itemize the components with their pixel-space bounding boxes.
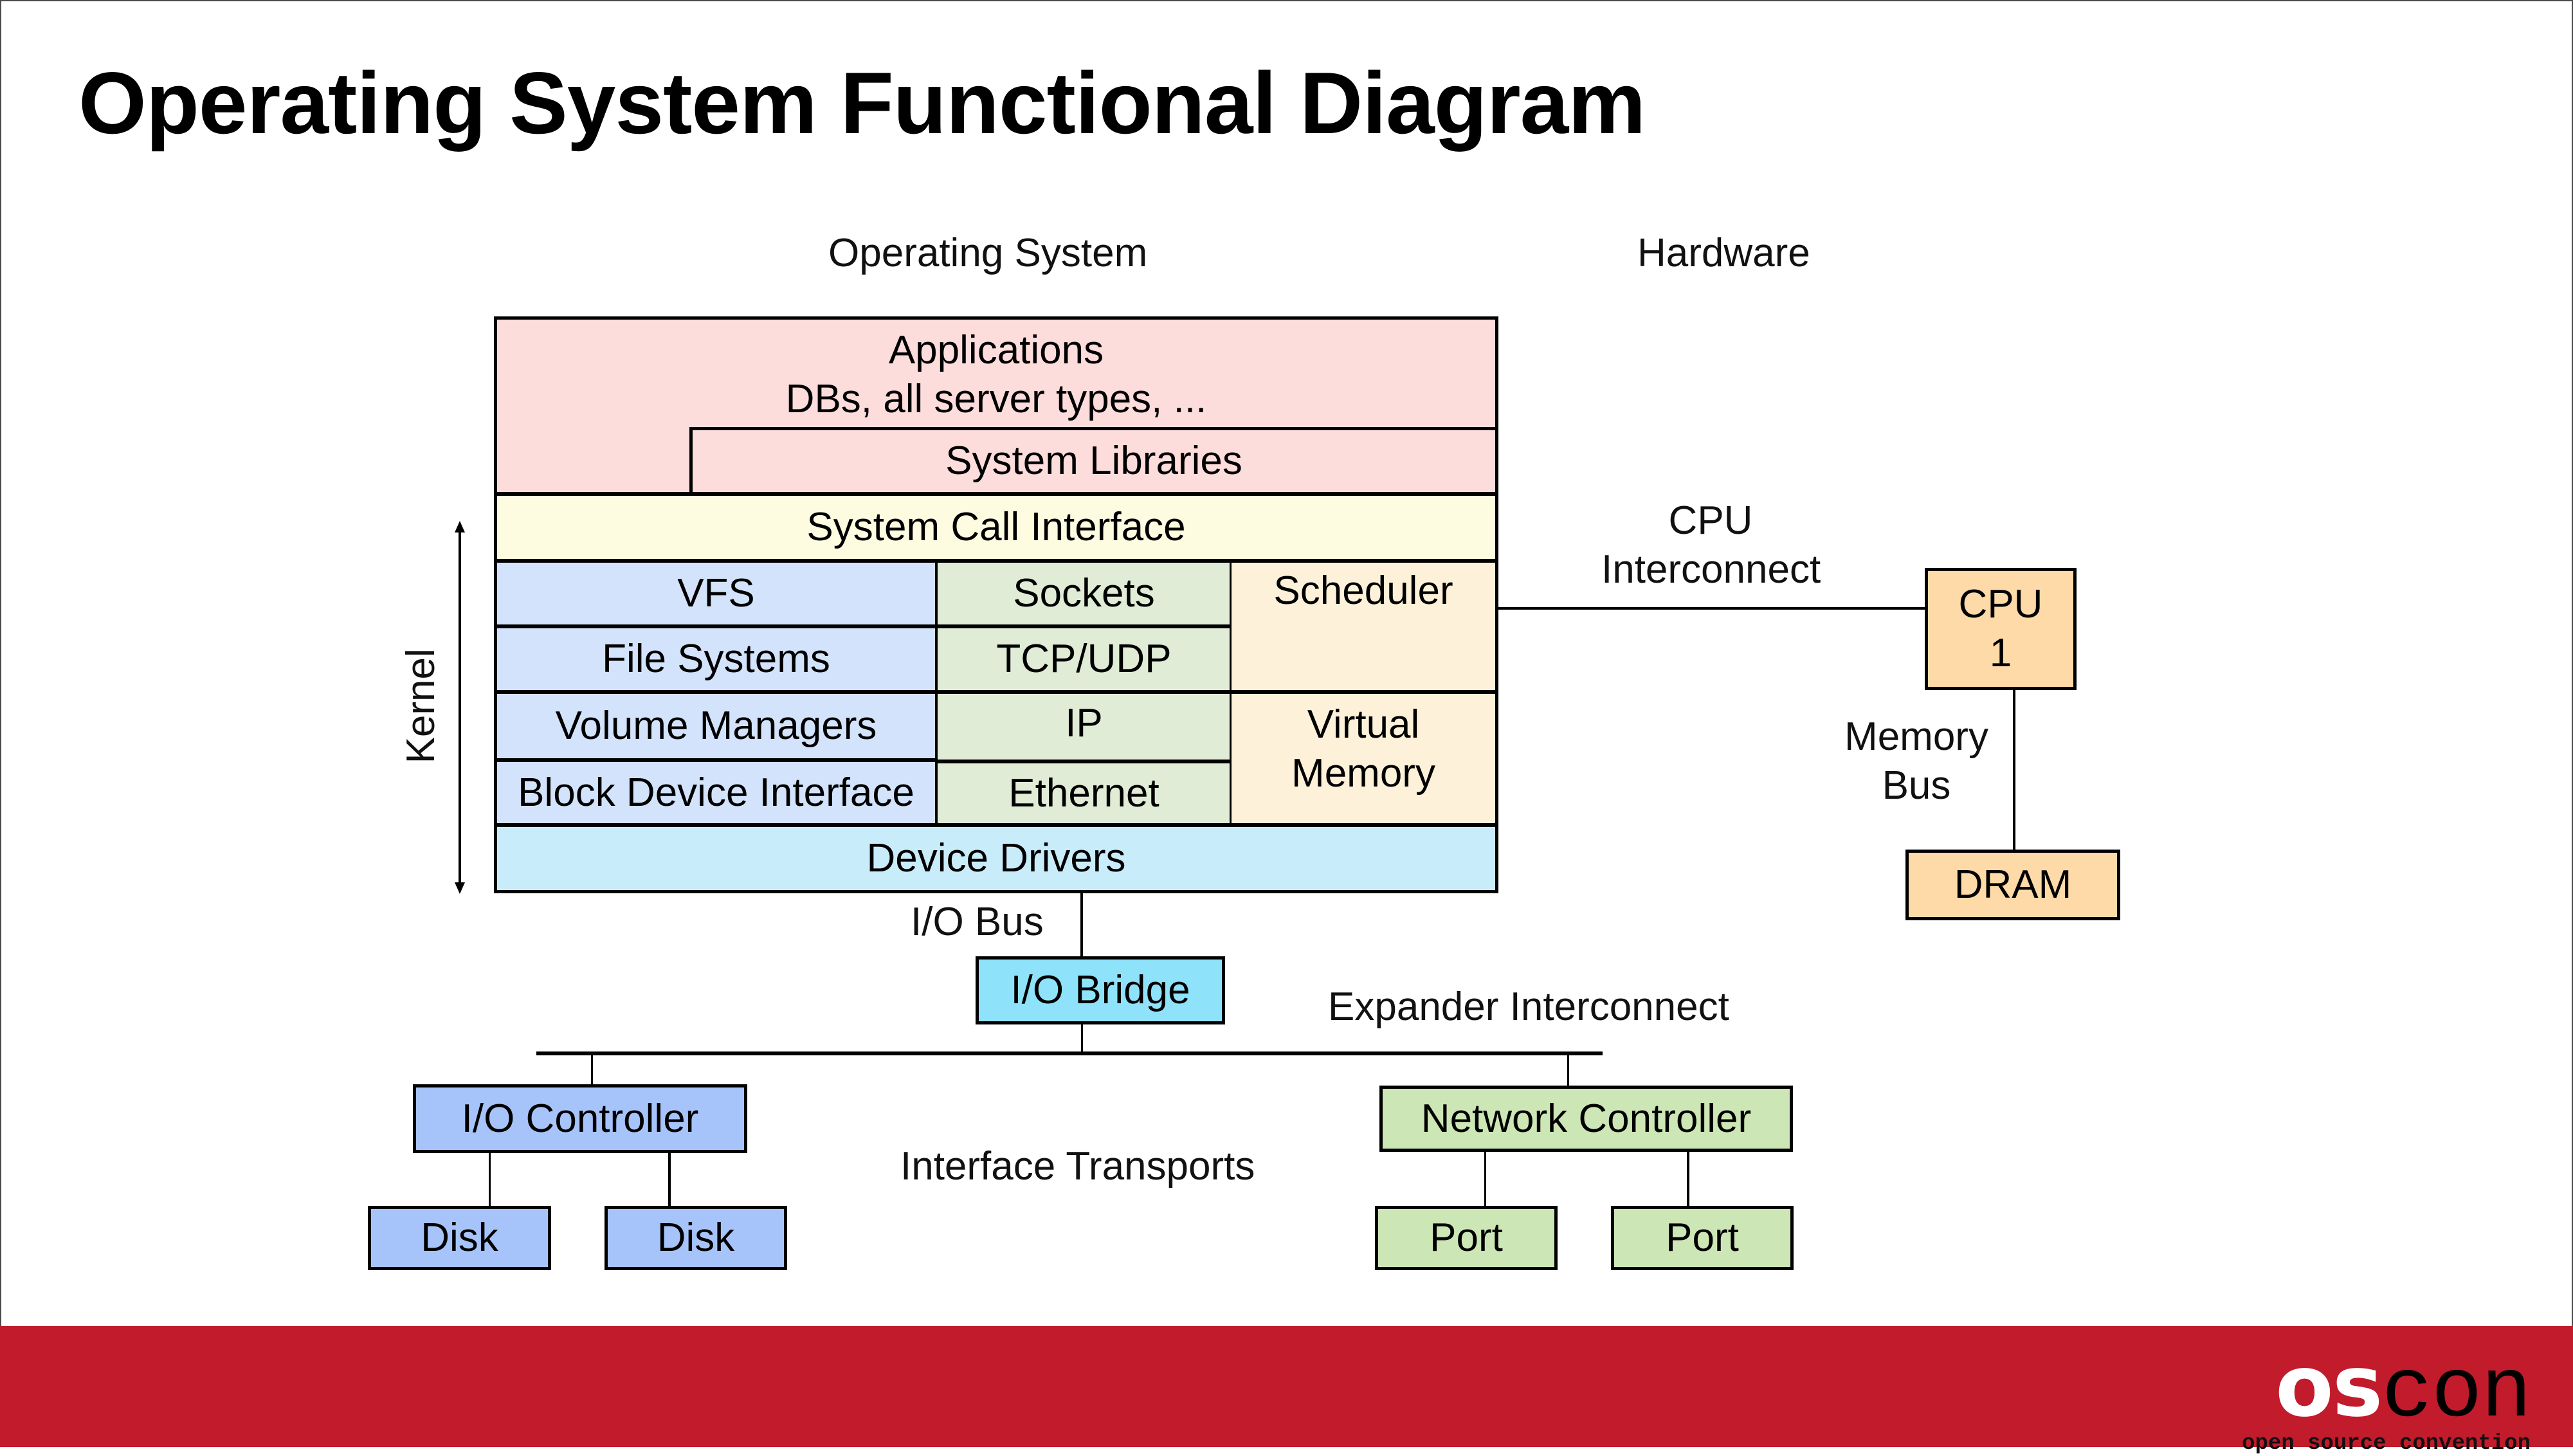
device-drivers-layer[interactable]: Device Drivers xyxy=(494,824,1498,893)
network-controller-label: Network Controller xyxy=(1421,1096,1752,1141)
oscon-wordmark: oscon xyxy=(2242,1344,2532,1435)
system-libraries-label: System Libraries xyxy=(945,439,1242,484)
applications-title: Applications xyxy=(888,328,1104,372)
file-systems-label: File Systems xyxy=(602,637,830,682)
section-label-hardware: Hardware xyxy=(1637,231,1810,275)
cpu-box[interactable]: CPU 1 xyxy=(1925,568,2077,690)
cpu-label: CPU xyxy=(1958,582,2043,627)
slide-title: Operating System Functional Diagram xyxy=(78,54,1646,152)
kernel-label: Kernel xyxy=(399,648,444,764)
oscon-logo-con: con xyxy=(2381,1345,2532,1441)
disk-1-connector xyxy=(489,1153,491,1207)
expander-interconnect-label: Expander Interconnect xyxy=(1328,985,1729,1029)
port-box[interactable]: Port xyxy=(1375,1206,1558,1270)
disk-label: Disk xyxy=(421,1215,498,1260)
applications-subtitle: DBs, all server types, ... xyxy=(785,376,1207,421)
port-label: Port xyxy=(1430,1215,1503,1260)
io-bus-label: I/O Bus xyxy=(911,900,1044,944)
footer-bar xyxy=(0,1326,2573,1447)
file-systems-layer[interactable]: File Systems xyxy=(494,625,937,693)
ethernet-layer[interactable]: Ethernet xyxy=(936,760,1232,826)
tcp-udp-layer[interactable]: TCP/UDP xyxy=(936,625,1232,693)
dram-label: DRAM xyxy=(1954,862,2072,907)
tcp-udp-label: TCP/UDP xyxy=(996,637,1172,682)
system-call-interface-layer[interactable]: System Call Interface xyxy=(494,493,1498,562)
oscon-logo-os: os xyxy=(2275,1337,2383,1436)
memory-bus-label: Memory Bus xyxy=(1833,713,2000,810)
port-label: Port xyxy=(1666,1215,1739,1260)
oscon-tagline: open source convention xyxy=(2242,1432,2531,1456)
io-bus-line xyxy=(1080,891,1083,958)
vfs-label: VFS xyxy=(677,571,755,616)
memory-bus-line2: Bus xyxy=(1882,763,1951,808)
device-drivers-label: Device Drivers xyxy=(866,836,1126,881)
memory-bus-line1: Memory xyxy=(1844,714,1988,759)
ethernet-label: Ethernet xyxy=(1008,770,1159,815)
cpu-interconnect-label: CPU Interconnect xyxy=(1601,496,1821,594)
system-call-interface-label: System Call Interface xyxy=(806,505,1186,550)
cpu-interconnect-line1: CPU xyxy=(1668,498,1753,543)
expander-interconnect-line xyxy=(536,1051,1603,1055)
io-bridge-connector xyxy=(1081,1024,1083,1053)
io-controller-connector xyxy=(591,1055,593,1086)
dram-box[interactable]: DRAM xyxy=(1905,850,2120,920)
sockets-layer[interactable]: Sockets xyxy=(936,560,1232,628)
cpu-interconnect-line2: Interconnect xyxy=(1601,547,1821,592)
disk-2-connector xyxy=(668,1153,671,1207)
volume-managers-layer[interactable]: Volume Managers xyxy=(494,691,937,761)
virtual-memory-layer[interactable]: Virtual Memory xyxy=(1230,691,1498,826)
io-controller-box[interactable]: I/O Controller xyxy=(413,1084,747,1153)
scheduler-layer[interactable]: Scheduler xyxy=(1230,560,1498,693)
disk-box[interactable]: Disk xyxy=(368,1206,551,1270)
cpu-interconnect-line xyxy=(1498,607,1926,610)
system-libraries-layer[interactable]: System Libraries xyxy=(689,427,1498,495)
disk-label: Disk xyxy=(657,1215,735,1260)
volume-managers-label: Volume Managers xyxy=(555,704,877,749)
disk-box[interactable]: Disk xyxy=(605,1206,787,1270)
virtual-memory-line1: Virtual xyxy=(1307,702,1420,747)
sockets-label: Sockets xyxy=(1013,571,1155,616)
port-2-connector xyxy=(1687,1152,1689,1207)
interface-transports-label: Interface Transports xyxy=(900,1144,1255,1188)
port-box[interactable]: Port xyxy=(1611,1206,1794,1270)
port-1-connector xyxy=(1484,1152,1486,1207)
scheduler-label: Scheduler xyxy=(1273,569,1453,613)
ip-label: IP xyxy=(1065,701,1103,745)
block-device-interface-layer[interactable]: Block Device Interface xyxy=(494,759,937,826)
virtual-memory-line2: Memory xyxy=(1291,751,1435,796)
io-controller-label: I/O Controller xyxy=(461,1096,699,1141)
io-bridge-box[interactable]: I/O Bridge xyxy=(976,956,1225,1024)
block-device-interface-label: Block Device Interface xyxy=(518,770,914,815)
io-bridge-label: I/O Bridge xyxy=(1010,968,1190,1013)
section-label-operating-system: Operating System xyxy=(828,231,1148,275)
network-controller-connector xyxy=(1567,1055,1569,1087)
oscon-logo: oscon open source convention xyxy=(2242,1344,2532,1456)
memory-bus-line xyxy=(2013,690,2015,851)
ip-layer[interactable]: IP xyxy=(936,691,1232,763)
cpu-number: 1 xyxy=(1989,631,2012,675)
vfs-layer[interactable]: VFS xyxy=(494,560,937,628)
network-controller-box[interactable]: Network Controller xyxy=(1379,1086,1793,1152)
kernel-span-arrow xyxy=(455,521,465,894)
